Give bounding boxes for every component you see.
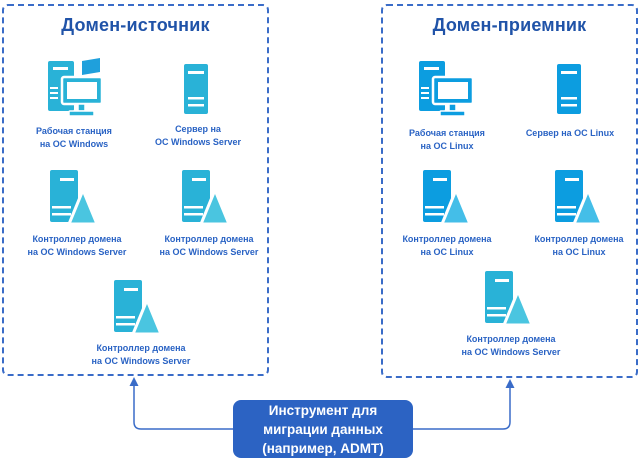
source-domain-box: Домен-источник [2, 4, 269, 376]
node-label: Сервер на ОС Windows Server [155, 124, 241, 147]
server-windows-icon [184, 64, 208, 114]
node-label: Контроллер домена на ОС Windows Server [461, 334, 561, 357]
migration-tool-line: миграции данных [263, 421, 383, 437]
workstation-windows-icon [48, 58, 104, 118]
node-label: Рабочая станция на ОС Windows [36, 126, 112, 149]
migration-tool-box: Инструмент для миграции данных (например… [233, 400, 413, 458]
node-label: Контроллер домена на ОС Linux [402, 234, 492, 257]
connector-right [413, 387, 511, 430]
domain-controller-linux-icon [423, 170, 473, 226]
node-label: Контроллер домена на ОС Windows Server [27, 234, 127, 257]
domain-controller-windows-icon [50, 170, 100, 226]
node-label: Рабочая станция на ОС Linux [409, 128, 485, 151]
target-domain-box: Домен-приемник [381, 4, 638, 378]
node-label: Контроллер домена на ОС Windows Server [91, 343, 191, 366]
connector-left [133, 385, 233, 430]
migration-tool-line: (например, ADMT) [262, 440, 384, 456]
source-domain-title: Домен-источник [61, 15, 210, 35]
domain-controller-windows-icon [485, 271, 535, 327]
workstation-linux-icon [419, 58, 475, 118]
node-label: Сервер на ОС Linux [525, 128, 615, 138]
domain-controller-windows-icon [114, 280, 164, 336]
node-label: Контроллер домена на ОС Linux [534, 234, 624, 257]
server-linux-icon [557, 64, 581, 114]
node-label: Контроллер домена на ОС Windows Server [159, 234, 259, 257]
domain-controller-windows-icon [182, 170, 232, 226]
arrow-up-left-icon [129, 377, 139, 386]
migration-tool-line: Инструмент для [268, 402, 378, 418]
domain-controller-linux-icon [555, 170, 605, 226]
arrow-up-right-icon [505, 379, 515, 388]
target-domain-title: Домен-приемник [432, 15, 587, 35]
